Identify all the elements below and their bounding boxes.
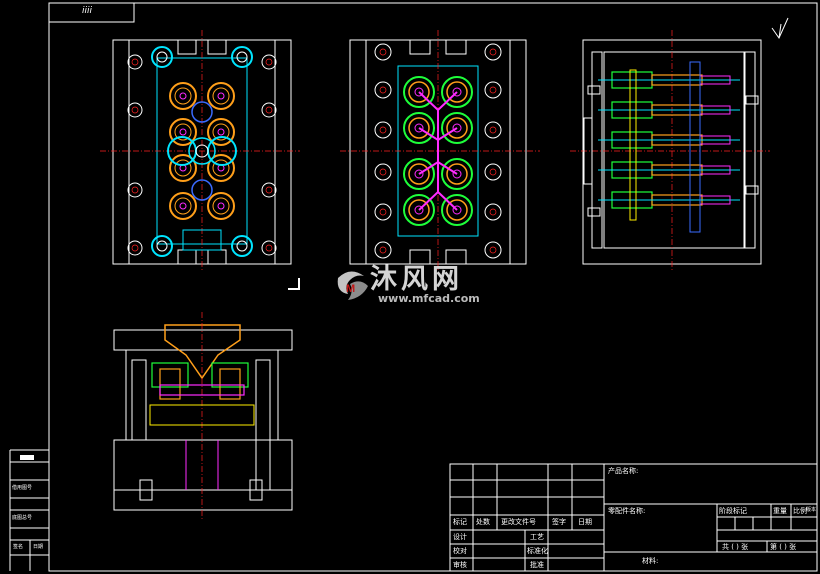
front-section-view: [113, 312, 293, 520]
sheet-total: 共 ( ) 张: [722, 543, 749, 551]
header-change-doc: 更改文件号: [501, 518, 536, 526]
role-standardize: 标准化: [527, 547, 548, 555]
watermark-url: www.mfcad.com: [378, 292, 480, 305]
strip-label-date: 日期: [33, 544, 44, 550]
stage-label: 阶段标记: [719, 507, 747, 515]
strip-label-base-drawing-no: 底图总号: [12, 515, 33, 521]
material-label: 材料:: [642, 557, 659, 565]
view-corner-mark-icon: [288, 278, 300, 290]
title-block-grid: [449, 463, 818, 572]
role-design: 设计: [453, 533, 467, 541]
role-approve: 批准: [530, 561, 544, 569]
role-check: 校对: [453, 547, 467, 555]
strip-box-icon: [20, 455, 34, 460]
strip-label-signature: 签名: [13, 544, 24, 550]
sheet-tab-label: iiii: [82, 6, 93, 16]
role-review: 审核: [453, 561, 467, 569]
sheet-index: 第 ( ) 张: [770, 543, 797, 551]
part-name-label: 零配件名称:: [608, 507, 646, 515]
version-label: 版本: [806, 507, 817, 513]
header-mark: 标记: [453, 518, 467, 526]
header-count: 处数: [476, 518, 490, 526]
strip-label-borrowed-drawing-no: 借用图号: [12, 485, 33, 491]
drawing-frame: [9, 2, 818, 572]
roughness-symbol-icon: [771, 17, 789, 40]
svg-text:M: M: [346, 283, 355, 295]
header-sign: 签字: [552, 518, 566, 526]
weight-label: 重量: [773, 507, 787, 515]
header-date: 日期: [578, 518, 592, 526]
side-section-view: [570, 30, 770, 272]
fixed-half-plan-view: [100, 30, 300, 272]
role-process: 工艺: [530, 533, 544, 541]
scale-label: 比例: [793, 507, 807, 515]
product-name-label: 产品名称:: [608, 467, 639, 475]
watermark-text: 沐风网: [370, 264, 463, 295]
moving-half-plan-view: [340, 30, 540, 272]
watermark-logo-icon: M: [337, 271, 368, 300]
